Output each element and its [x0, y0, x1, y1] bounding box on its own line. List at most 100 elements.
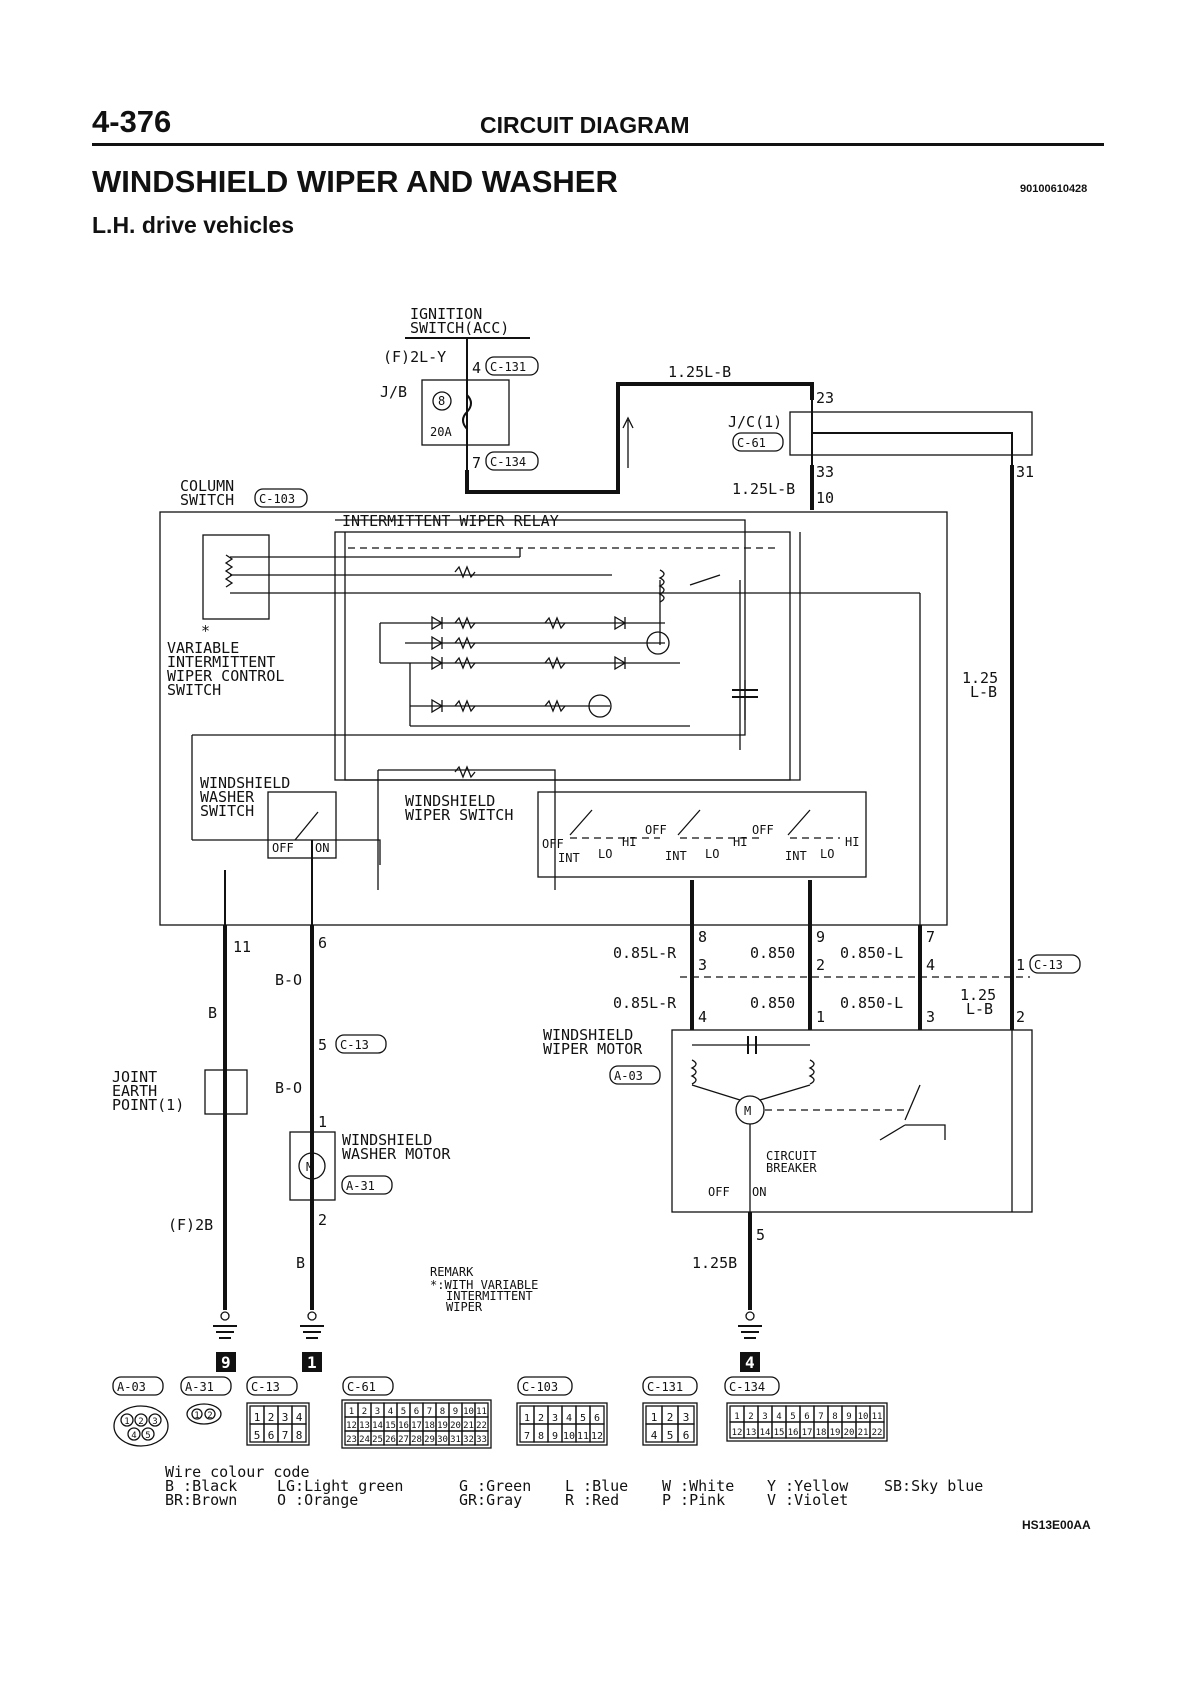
- connector-pin-number: 4: [566, 1413, 572, 1424]
- washer-motor-box: [289, 1131, 336, 1201]
- connector-label-c103: C-103: [259, 492, 295, 506]
- connector-label-c13: C-13: [340, 1038, 369, 1052]
- connector-pin-number: 19: [830, 1428, 841, 1438]
- variable-switch-label-2: INTERMITTENT: [167, 653, 275, 671]
- fuse-rating: 20A: [430, 425, 452, 439]
- ignition-switch-label-2: SWITCH(ACC): [410, 319, 509, 337]
- connector-pin-number: 2: [538, 1413, 544, 1424]
- connector-pin-number: 2: [268, 1411, 275, 1424]
- legend-entry: L :Blue: [565, 1477, 629, 1495]
- connector-face-c103-frame: [516, 1402, 608, 1446]
- connector-pin-cell: [589, 1423, 605, 1443]
- wiper-pos-hi: HI: [622, 835, 636, 849]
- connector-pin-number: 9: [846, 1412, 851, 1422]
- diode-icon: [614, 655, 627, 671]
- diode-icon: [431, 698, 444, 714]
- connector-pin-number: 11: [577, 1431, 589, 1442]
- wire-125lb-feed: [465, 382, 814, 494]
- wire-label: 1.25: [962, 669, 998, 687]
- connector-pin-number: 1: [651, 1411, 658, 1424]
- connector-legend: A-03 A-31 C-13 C-61 C-103 C-131 C-134: [112, 1376, 780, 1396]
- wiper-pos-hi: HI: [733, 835, 747, 849]
- connector-badge-c103: [254, 488, 308, 508]
- connector-pin-cell: [474, 1430, 489, 1446]
- connector-pin-number: 4: [296, 1411, 303, 1424]
- legend-badge-c61: [342, 1376, 394, 1396]
- pin-label: 23: [816, 389, 834, 407]
- wiper-pos-lo: LO: [598, 847, 612, 861]
- earth-number: 1: [307, 1353, 317, 1372]
- junction-block: [421, 379, 510, 446]
- connector-badge-c134: [485, 451, 539, 471]
- junction-connector: [789, 411, 1033, 456]
- jc-label: J/C(1): [728, 413, 782, 431]
- connector-pin-number: 27: [398, 1435, 409, 1445]
- connector-pin-cell: [127, 1427, 141, 1441]
- connector-pin-cell: [204, 1408, 216, 1420]
- pin-label: 4: [926, 956, 935, 974]
- washer-motor-label: WINDSHIELD: [342, 1131, 432, 1149]
- connector-label-c134: C-134: [490, 455, 526, 469]
- field-coil-icon: [808, 1059, 815, 1085]
- connector-badge-c13: [335, 1034, 387, 1054]
- earth-badge: [216, 1352, 236, 1372]
- connector-pin-number: 8: [538, 1431, 544, 1442]
- connector-pin-number: 4: [776, 1412, 781, 1422]
- park-switch-wire: [879, 1124, 946, 1141]
- pin-label: 11: [233, 938, 251, 956]
- motor-icon-letter: M: [744, 1104, 751, 1118]
- wire-label-125b: 1.25B: [692, 1254, 737, 1272]
- wire-label-125lb-2: 1.25L-B: [732, 480, 795, 498]
- connector-pin-number: 16: [398, 1421, 409, 1431]
- connector-badge-c13-b: [1029, 954, 1081, 974]
- washer-motor-label-2: WASHER MOTOR: [342, 1145, 451, 1163]
- pin-label: 3: [698, 956, 707, 974]
- connector-pin-number: 22: [476, 1421, 487, 1431]
- legend-entry: SB:Sky blue: [884, 1477, 984, 1495]
- wiper-pos-int: INT: [785, 849, 807, 863]
- connector-pin-number: 12: [591, 1431, 603, 1442]
- wire-label-125lb: 1.25L-B: [668, 363, 731, 381]
- connector-badge-a03: [609, 1065, 661, 1085]
- connector-pin-number: 23: [346, 1435, 357, 1445]
- wire-colour-legend: Wire colour code B :Black LG:Light green…: [165, 1465, 1004, 1508]
- connector-pin-number: 1: [254, 1411, 261, 1424]
- connector-pin-number: 29: [424, 1435, 435, 1445]
- connector-pin-number: 26: [385, 1435, 396, 1445]
- connector-pin-number: 8: [296, 1429, 303, 1442]
- connector-pin-number: 32: [463, 1435, 474, 1445]
- wire-label: 1.25: [960, 986, 996, 1004]
- connector-pin-number: 7: [524, 1431, 530, 1442]
- connector-pin-cell: [141, 1427, 155, 1441]
- pin-label: 1: [816, 1008, 825, 1026]
- connector-pin-number: 20: [450, 1421, 461, 1431]
- wiper-switch-contact: [569, 809, 593, 836]
- connector-pin-number: 3: [152, 1417, 157, 1427]
- pin-label: 6: [318, 934, 327, 952]
- motor-icon: [298, 1152, 326, 1180]
- variable-switch-label: VARIABLE: [167, 639, 239, 657]
- legend-entry: LG:Light green: [277, 1477, 404, 1495]
- pin-label: 9: [816, 928, 825, 946]
- wire-label-bo-2: B-O: [275, 1079, 302, 1097]
- pin-label: 31: [1016, 463, 1034, 481]
- legend-label-c134: C-134: [729, 1380, 765, 1394]
- connector-pin-number: 21: [858, 1428, 869, 1438]
- legend-badge-c134: [724, 1376, 780, 1396]
- connector-pin-number: 5: [401, 1407, 406, 1417]
- section-title: CIRCUIT DIAGRAM: [480, 112, 690, 138]
- wiper-motor-label: WINDSHIELD: [543, 1026, 633, 1044]
- relay-wire: [344, 532, 801, 781]
- connector-pin-number: 12: [732, 1428, 743, 1438]
- legend-row-2: BR:Brown O :Orange GR:Gray R :Red P :Pin…: [165, 1493, 1004, 1508]
- joint-earth-label-3: POINT(1): [112, 1096, 184, 1114]
- resistor-icon: [544, 656, 566, 670]
- connector-pin-number: 14: [372, 1421, 383, 1431]
- connector-pin-number: 3: [683, 1411, 690, 1424]
- pin-label: 7: [926, 928, 935, 946]
- connector-pin-cell: [869, 1421, 885, 1439]
- park-switch-contact: [904, 1084, 921, 1121]
- connector-face-c131-frame: [642, 1402, 698, 1446]
- legend-label-a31: A-31: [185, 1380, 214, 1394]
